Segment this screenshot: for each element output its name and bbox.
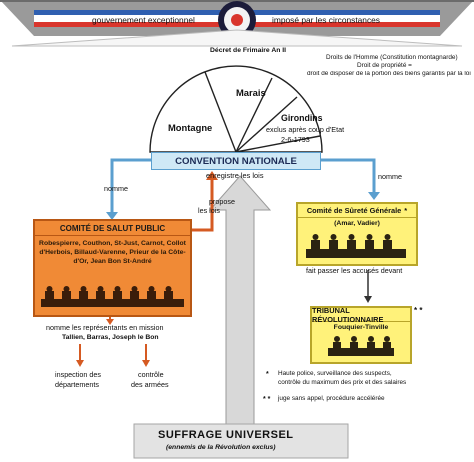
inspection-arrow-head (76, 360, 84, 367)
suffrage-note: (ennemis de la Révolution exclus) (166, 444, 276, 451)
surete-members: (Amar, Vadier) (334, 220, 380, 227)
surete-title-text: Comité de Sûreté Générale (306, 206, 402, 215)
decree-label: Décret de Frimaire An II (210, 47, 287, 54)
footnote-two-star: * * (263, 396, 271, 403)
convention-records: enregistre les lois (206, 171, 264, 180)
girondins-note-2: 2-6-1793 (281, 135, 310, 144)
hemicycle-divider-3 (235, 96, 298, 153)
rights-line-3: droit de disposer de la portion des bien… (307, 71, 471, 77)
salut-public-title: COMITÉ DE SALUT PUBLIC (35, 221, 190, 236)
propose-arrow-head (206, 171, 218, 180)
convention-nationale: CONVENTION NATIONALE (151, 152, 321, 170)
propose-label-2: les lois (198, 206, 220, 215)
representants-names: Tallien, Barras, Joseph le Bon (62, 334, 159, 341)
tribunal-stars: * * (414, 306, 423, 315)
representants-arrow-head (106, 319, 114, 325)
pediment-triangle (11, 29, 463, 47)
surete-members-icon (306, 234, 406, 258)
controle-line-2: des armées (131, 380, 169, 389)
girondins-label: Girondins (281, 113, 323, 123)
propose-label-1: propose (209, 197, 235, 206)
cockade-emblem-center (231, 14, 243, 26)
rights-line-1: Droits de l'Homme (Constitution montagna… (326, 54, 458, 61)
tribunal-judges-icon (328, 336, 394, 356)
nomme-left-label: nomme (104, 184, 128, 193)
hemicycle-divider-1 (204, 71, 237, 153)
footnote-two-line: juge sans appel, procédure accélérée (278, 395, 385, 402)
comite-salut-public: COMITÉ DE SALUT PUBLIC Robespierre, Cout… (33, 219, 192, 317)
tribunal-revolutionnaire: TRIBUNAL RÉVOLUTIONNAIRE Fouquier-Tinvil… (310, 306, 412, 364)
girondins-note-1: exclus après coup d'Etat (266, 125, 345, 134)
surete-action: fait passer les accusés devant (306, 266, 403, 275)
suffrage-title: SUFFRAGE UNIVERSEL (158, 429, 294, 441)
inspection-line-2: départements (55, 380, 99, 389)
nomme-arrow-left (110, 158, 151, 214)
controle-line-1: contrôle (138, 370, 164, 379)
tribunal-title: TRIBUNAL RÉVOLUTIONNAIRE (312, 306, 410, 324)
comite-surete-generale: Comité de Sûreté Générale * (Amar, Vadie… (296, 202, 418, 266)
rights-line-2: Droit de propriété = (357, 62, 412, 69)
propose-arrow (188, 178, 214, 232)
hemicycle (149, 65, 323, 153)
tribunal-member: Fouquier-Tinville (333, 324, 389, 331)
salut-public-members: Robespierre, Couthon, St-Just, Carnot, C… (39, 240, 186, 266)
committee-members-icon (41, 286, 184, 307)
inspection-line-1: inspection des (55, 370, 101, 379)
representants-label: nomme les représentants en mission (46, 323, 164, 332)
montagne-label: Montagne (168, 122, 213, 133)
banner-right-text: imposé par les circonstances (272, 15, 380, 25)
marais-label: Marais (236, 87, 266, 98)
nomme-arrow-right (319, 158, 376, 194)
hemicycle-divider-4 (235, 135, 321, 153)
footnote-one-line-1: Haute police, surveillance des suspects, (278, 370, 392, 377)
tribunal-arrow-head (364, 296, 372, 303)
suffrage-base (133, 423, 349, 459)
controle-arrow-head (142, 360, 150, 367)
nomme-right-label: nomme (378, 172, 402, 181)
banner-left-text: gouvernement exceptionnel (92, 15, 195, 25)
nomme-arrow-left-head (106, 212, 118, 220)
footnote-one-line-2: contrôle du maximum des prix et des sala… (278, 379, 407, 386)
surete-title: Comité de Sûreté Générale * (298, 204, 416, 218)
surete-star: * (404, 206, 408, 215)
hemicycle-divider-2 (235, 77, 273, 153)
convention-title: CONVENTION NATIONALE (175, 155, 297, 167)
footnote-one-star: * (266, 371, 269, 378)
nomme-arrow-right-head (368, 192, 380, 200)
